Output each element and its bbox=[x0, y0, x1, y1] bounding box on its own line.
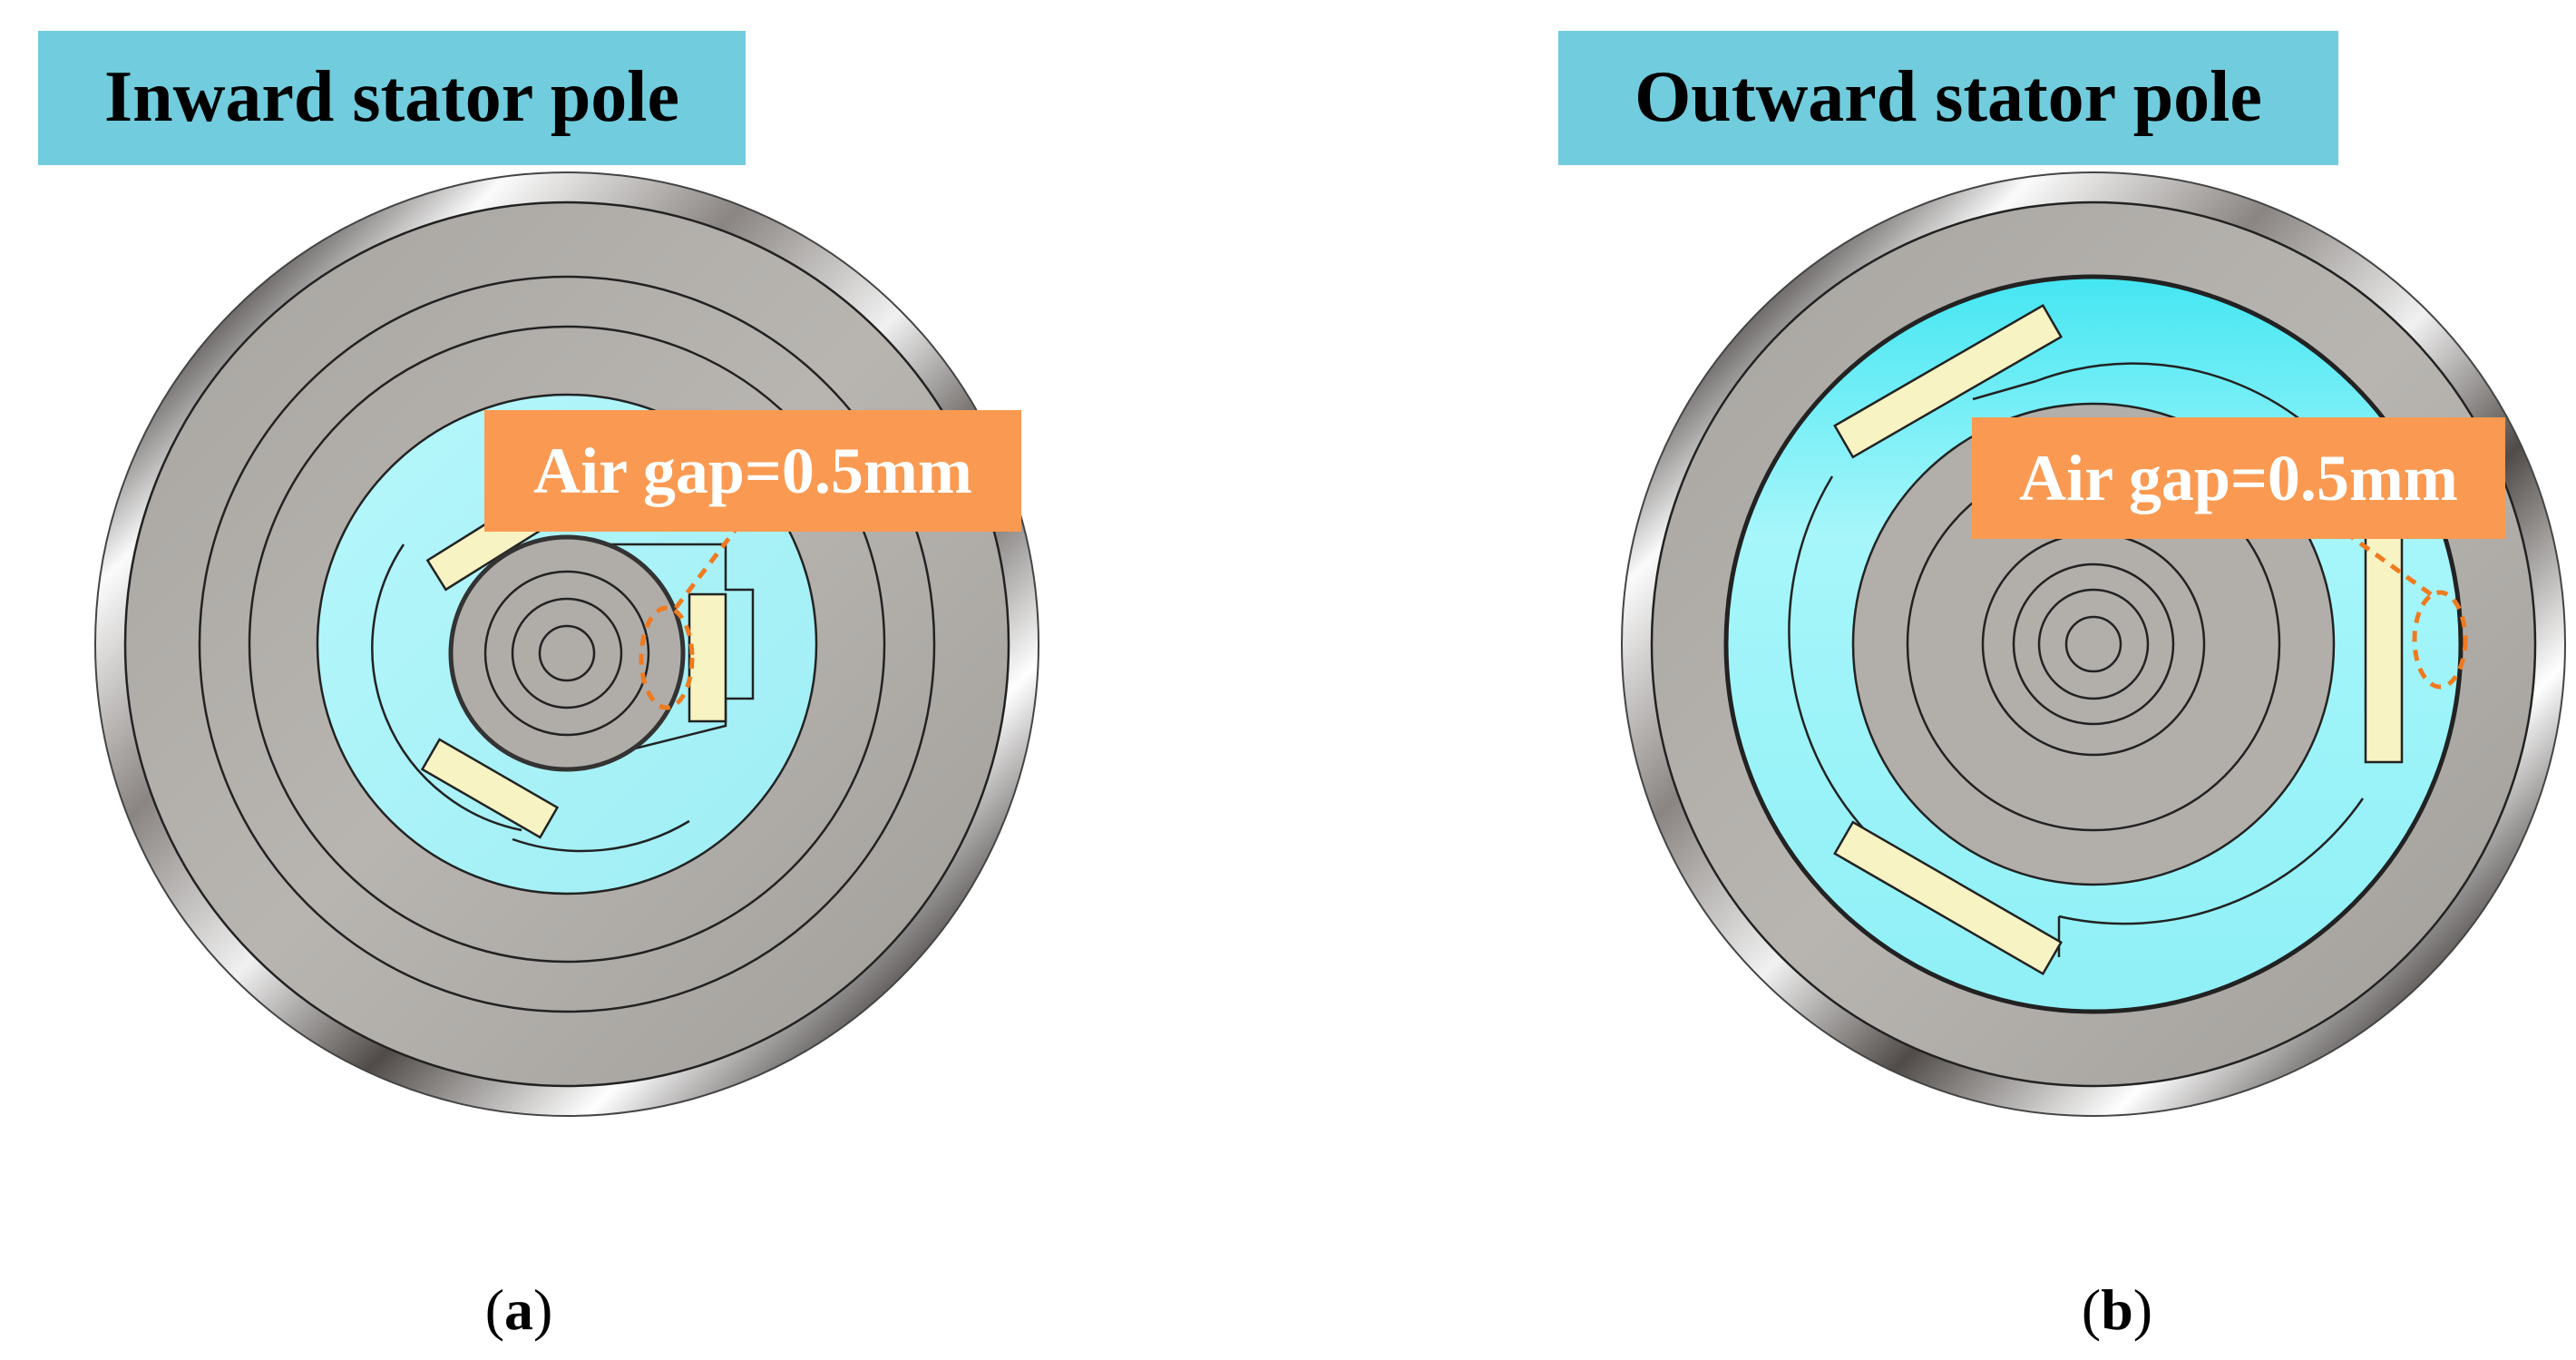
ring-a-1 bbox=[198, 275, 936, 1013]
rotor-ring-b-4 bbox=[2037, 588, 2150, 700]
magnet-a-right bbox=[688, 592, 727, 723]
title-box-b bbox=[1558, 31, 2338, 165]
gap-marker-a bbox=[639, 605, 695, 710]
ring-a-2 bbox=[248, 325, 886, 964]
rotor-ring-b-3 bbox=[2012, 563, 2175, 726]
caption-b: (b) bbox=[2082, 1277, 2152, 1342]
rotor-ring-a-2 bbox=[511, 597, 623, 709]
stator-step-b-1 bbox=[1972, 379, 2037, 401]
shaft-a bbox=[538, 624, 596, 682]
gap-leader-b bbox=[2347, 533, 2433, 597]
magnet-a-bottom bbox=[420, 738, 560, 839]
stator-lower-arc-a bbox=[512, 819, 690, 853]
annotation-box-a bbox=[484, 410, 1021, 532]
magnet-b-bottom bbox=[1833, 820, 2064, 976]
gap-leader-a bbox=[674, 529, 737, 610]
annotation-b: Air gap=0.5mm bbox=[2019, 442, 2458, 514]
motor-a bbox=[94, 171, 1039, 1117]
title-box-a bbox=[38, 31, 746, 165]
panel-a: Inward stator pole Air gap=0.5mm (a) bbox=[38, 31, 1039, 1342]
stator-inner-arc-a bbox=[371, 543, 522, 832]
magnet-b-right bbox=[2364, 524, 2404, 764]
rotor-ring-a-1 bbox=[483, 570, 650, 737]
motor-b bbox=[1621, 171, 2566, 1117]
annotation-a: Air gap=0.5mm bbox=[533, 435, 972, 507]
title-b: Outward stator pole bbox=[1634, 57, 2262, 137]
shaft-b bbox=[2064, 615, 2122, 673]
stator-lower-arc-b bbox=[2058, 797, 2365, 925]
annotation-box-b bbox=[1972, 417, 2505, 539]
panel-b: Outward stator pole Air gap=0.5mm (b) bbox=[1558, 31, 2566, 1342]
gap-marker-b bbox=[2412, 590, 2468, 690]
caption-a: (a) bbox=[485, 1277, 553, 1342]
title-a: Inward stator pole bbox=[104, 57, 679, 137]
magnet-b-top bbox=[1833, 303, 2064, 459]
